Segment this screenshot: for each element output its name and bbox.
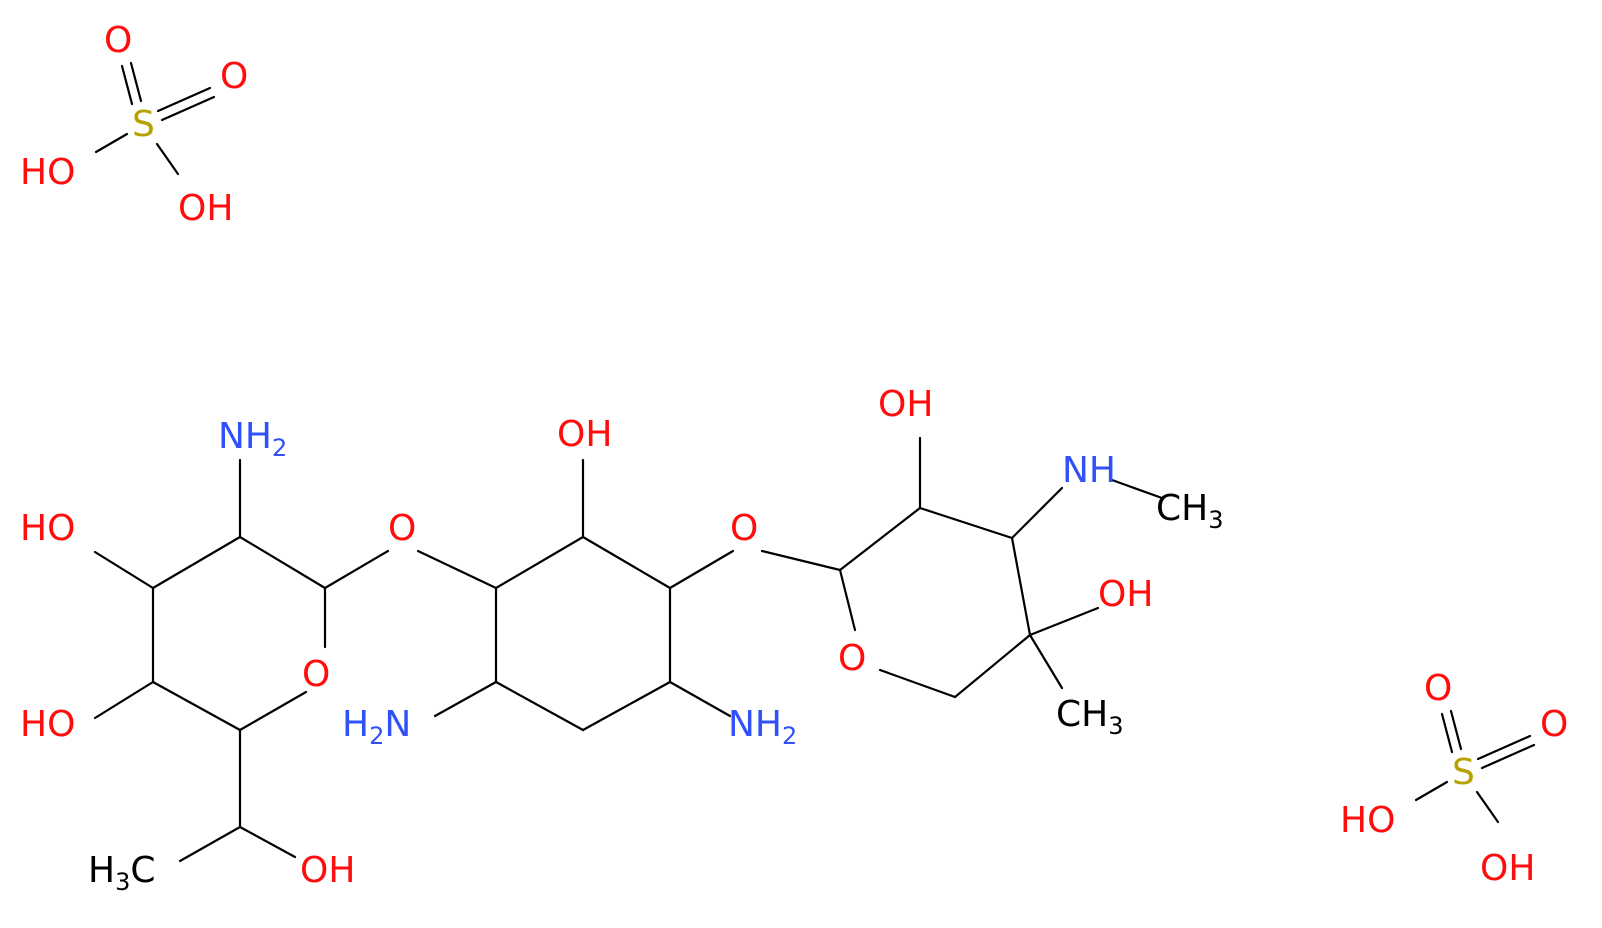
s2-o-right: O: [1540, 704, 1568, 745]
r1-ch3: H3C: [88, 850, 156, 896]
s1-oh-bottom: OH: [178, 188, 233, 229]
r1-ho-bottom: HO: [20, 704, 75, 745]
bond-r1-d: [151, 680, 242, 732]
atom-labels: O O S HO OH NH2 HO HO O H3C OH O OH H2N …: [20, 20, 1568, 896]
r1-nh2: NH2: [218, 416, 287, 462]
bond-r1-ho-bottom: [93, 680, 155, 720]
bond-r1-link-o: [323, 549, 390, 590]
r1-oh: OH: [300, 850, 355, 891]
bond-r2-nh2-right: [668, 680, 732, 718]
bond-r2-e: [494, 680, 585, 732]
bond-r2-a: [494, 535, 585, 590]
bond-r2-d: [581, 680, 672, 732]
r3-ring-o: O: [838, 638, 866, 679]
s2-s: S: [1452, 752, 1475, 793]
bond-r1-f: [151, 535, 242, 590]
bond-r2-b: [581, 535, 672, 590]
s2-oh-bottom: OH: [1480, 848, 1535, 889]
bond-r3-f: [838, 568, 857, 632]
bond-r3-c: [1010, 536, 1032, 637]
s1-s: S: [132, 104, 155, 145]
bond-r3-e: [878, 668, 957, 699]
s1-ho-left: HO: [20, 152, 75, 193]
link-o-2: O: [730, 508, 758, 549]
s2-ho-left: HO: [1340, 800, 1395, 841]
r3-oh-right: OH: [1098, 574, 1153, 615]
link-o-1: O: [388, 508, 416, 549]
bond-s1-o-right-a: [156, 86, 212, 113]
bond-s2-ho: [1414, 780, 1449, 802]
bond-r1-oh: [238, 825, 297, 859]
bond-link-o-1: [416, 549, 498, 590]
bond-s1-o-top-a: [120, 64, 134, 106]
s1-o-top: O: [104, 20, 132, 61]
bond-r3-d: [953, 633, 1032, 699]
r3-nh: NH: [1062, 450, 1116, 491]
bond-r3-nh: [1010, 486, 1064, 540]
r3-ch3-n: CH3: [1156, 488, 1224, 534]
s2-o-top: O: [1424, 668, 1452, 709]
bond-r3-a: [838, 506, 922, 572]
r2-nh2-right: NH2: [728, 704, 797, 750]
bond-r1-ch3: [178, 825, 242, 863]
s1-o-right: O: [220, 56, 248, 97]
r1-ho-top: HO: [20, 508, 75, 549]
r2-nh2-left: H2N: [342, 704, 411, 750]
bond-r3-oh-right: [1028, 606, 1100, 637]
r3-ch3: CH3: [1056, 694, 1124, 740]
bond-s2-o-right-b: [1480, 743, 1536, 770]
bond-s1-ho: [94, 132, 129, 154]
bond-lines: [93, 61, 1536, 863]
bond-r1-ho-top: [93, 550, 155, 590]
bond-r2-link-o: [668, 549, 735, 590]
bond-s1-oh: [155, 142, 180, 176]
bond-r1-a: [238, 535, 327, 590]
bond-r1-c: [238, 690, 308, 732]
bond-s2-oh: [1475, 790, 1500, 824]
bond-r3-b: [918, 506, 1014, 540]
bond-s1-o-top-b: [129, 61, 143, 103]
bond-r2-nh2-left: [433, 680, 498, 718]
r2-oh: OH: [557, 414, 612, 455]
bond-r3-ch3: [1028, 633, 1064, 690]
bond-s2-o-right-a: [1476, 734, 1532, 761]
bond-s2-o-top-a: [1440, 712, 1454, 754]
bond-link-o-2: [760, 549, 842, 572]
r3-oh-top: OH: [878, 384, 933, 425]
bond-s2-o-top-b: [1449, 709, 1463, 751]
r1-ring-o: O: [302, 654, 330, 695]
bond-r3-nch3: [1110, 478, 1164, 500]
bond-s1-o-right-b: [160, 95, 216, 122]
